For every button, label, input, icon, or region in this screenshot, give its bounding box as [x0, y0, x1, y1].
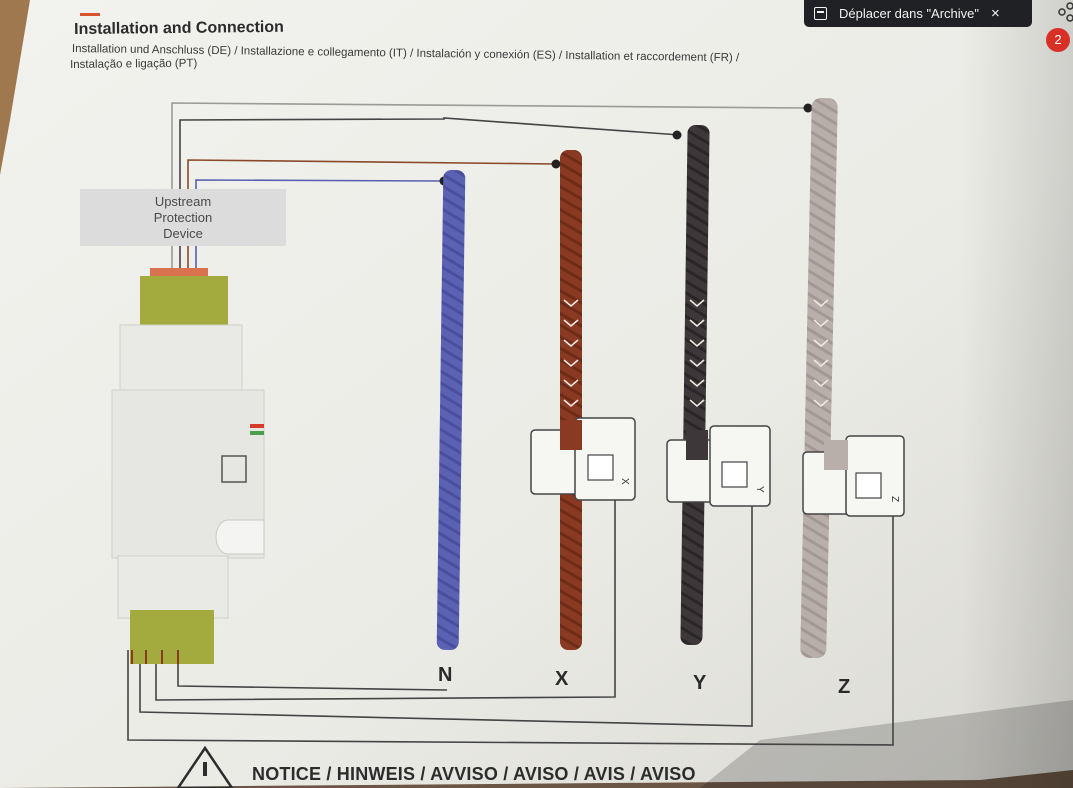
upstream-line3: Device [163, 225, 203, 241]
clamp-label-x: X [619, 478, 630, 485]
conductor-label-z: Z [838, 676, 851, 698]
conductor-label-y: Y [693, 672, 707, 694]
clamp-label-y: Y [754, 486, 765, 493]
conductor-x [560, 150, 582, 650]
conductor-z [800, 97, 838, 659]
close-icon[interactable]: × [991, 5, 1000, 22]
notification-badge[interactable]: 2 [1046, 28, 1070, 52]
toast-message[interactable]: Déplacer dans "Archive" [839, 6, 980, 21]
energy-meter-device [111, 268, 265, 664]
warning-icon [176, 745, 234, 788]
clamp-y [666, 425, 771, 507]
archive-icon [814, 7, 827, 20]
conductor-label-n: N [438, 664, 453, 686]
clamp-label-z: Z [889, 496, 900, 502]
share-icon[interactable] [1058, 2, 1073, 22]
notice-heading: NOTICE / HINWEIS / AVVISO / AVISO / AVIS… [252, 764, 696, 784]
upstream-line2: Protection [153, 209, 213, 225]
doc-subtitle-line2: Instalação e ligação (PT) [70, 57, 198, 71]
accent-mark [80, 13, 100, 16]
clamp-x [530, 417, 636, 501]
archive-toast: Déplacer dans "Archive" × [804, 0, 1032, 27]
doc-title: Installation and Connection [74, 18, 284, 38]
clamp-z [802, 435, 905, 517]
upstream-line1: Upstream [154, 193, 212, 209]
upstream-protection-box: Upstream Protection Device [80, 189, 286, 246]
bottom-wires [127, 490, 894, 746]
conductor-n [436, 169, 466, 651]
conductor-label-x: X [555, 668, 569, 690]
